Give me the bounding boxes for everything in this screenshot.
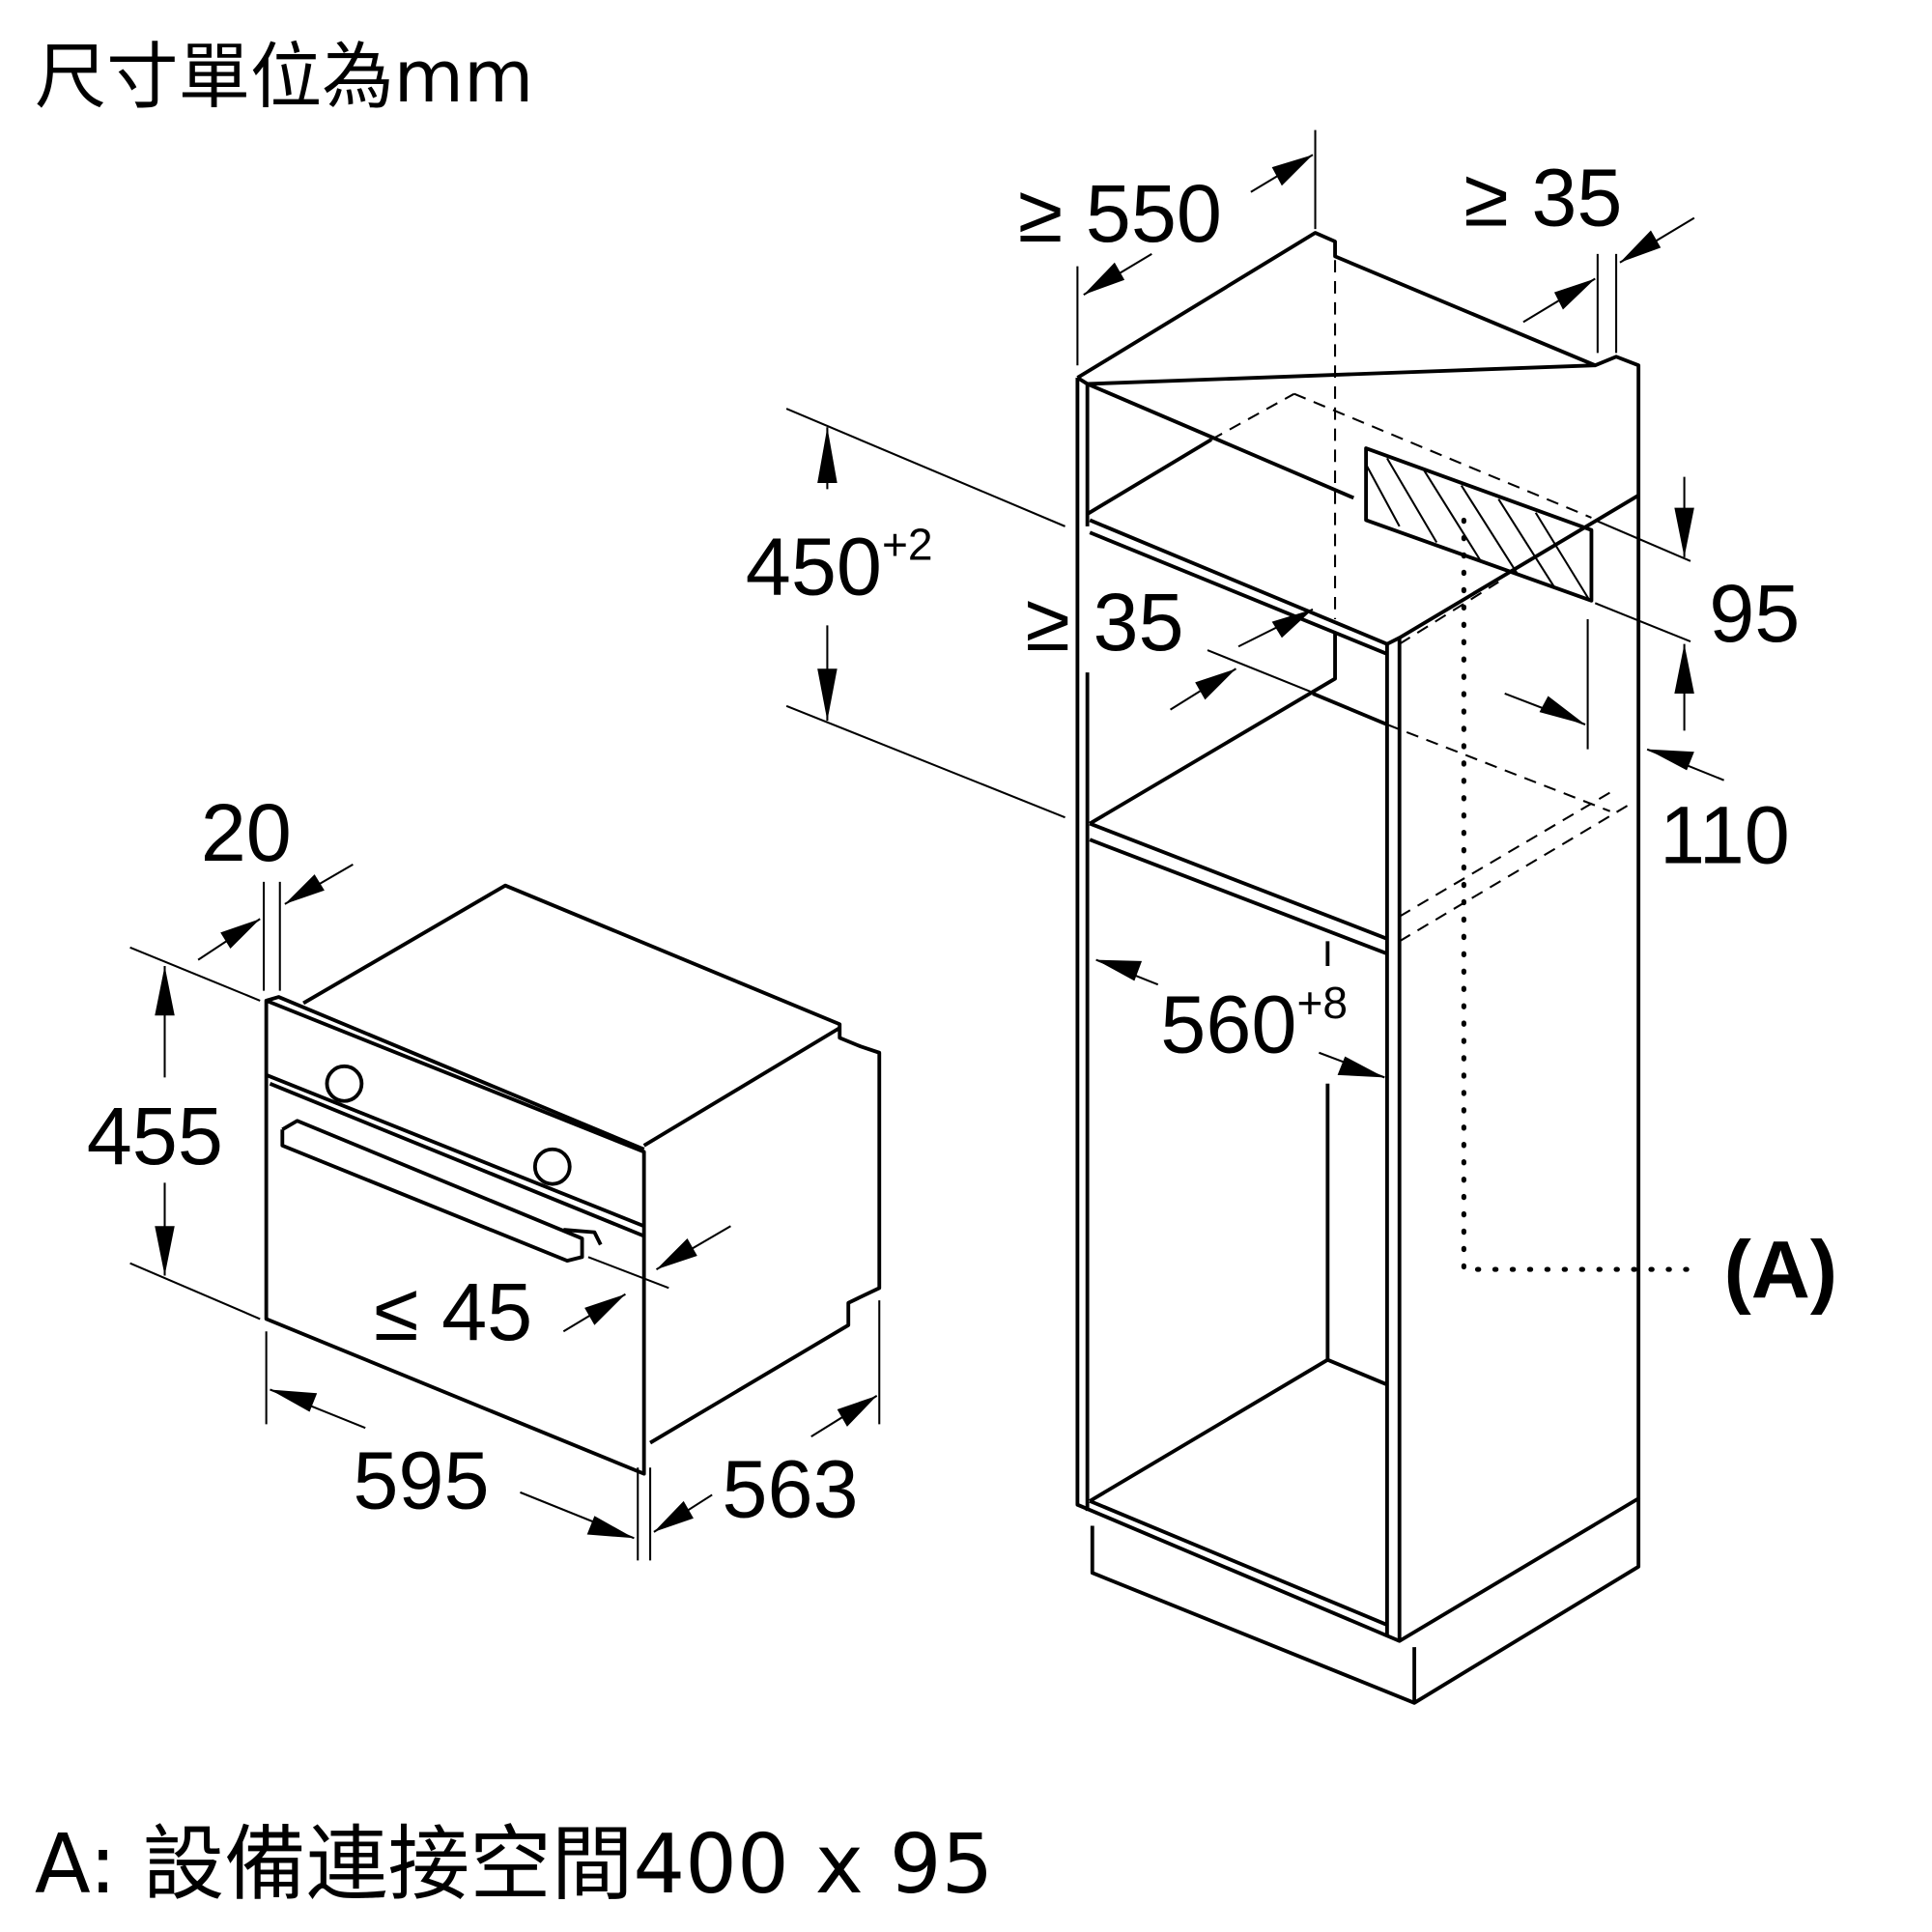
- label-oven-depth: 563: [722, 1443, 858, 1535]
- label-front-thickness: 20: [201, 786, 292, 878]
- oven-dimensions: [129, 863, 881, 1561]
- oven-drawing: [264, 883, 882, 1476]
- label-depth-min: ≥ 550: [1018, 167, 1222, 259]
- label-vent-height: 95: [1709, 567, 1800, 659]
- units-title: 尺寸單位為mm: [35, 35, 534, 119]
- label-vent-offset: 110: [1660, 789, 1790, 881]
- label-cabinet-height: 450+2: [746, 519, 933, 611]
- label-cabinet-width: 560+8: [1160, 978, 1348, 1070]
- label-handle-depth: ≤ 45: [374, 1265, 532, 1357]
- cabinet-drawing: [1075, 231, 1699, 1705]
- label-oven-height: 455: [87, 1090, 223, 1181]
- label-oven-width: 595: [353, 1435, 489, 1526]
- label-rear-gap-top: ≥ 35: [1463, 151, 1622, 242]
- cabinet-dimensions: [785, 129, 1724, 1079]
- label-connection-area: (A): [1724, 1224, 1837, 1316]
- label-rear-gap-mid: ≥ 35: [1026, 576, 1184, 668]
- footer-note: A: 設備連接空間400 x 95: [35, 1816, 993, 1912]
